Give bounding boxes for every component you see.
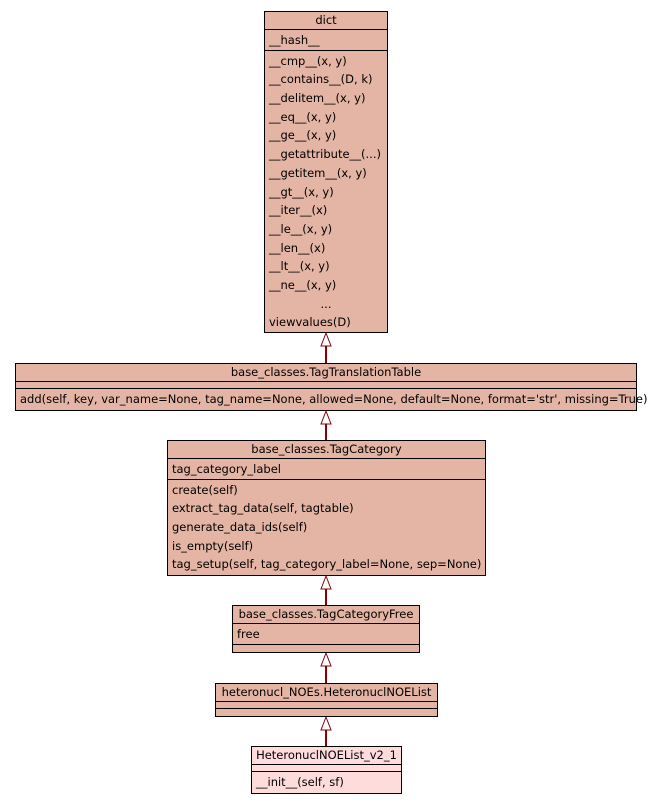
methods-section (216, 709, 437, 715)
methods-section: add(self, key, var_name=None, tag_name=N… (16, 389, 648, 409)
method: __init__(self, sf) (256, 775, 344, 789)
method: __cmp__(x, y) (269, 53, 347, 68)
method: tag_setup(self, tag_category_label=None,… (172, 557, 482, 572)
method: __lt__(x, y) (269, 259, 330, 274)
methods-section: __cmp__(x, y) __contains__(D, k) __delit… (265, 51, 387, 332)
class-tag-category-free: base_classes.TagCategoryFree free (232, 605, 420, 653)
class-name: heteronucl_NOEs.HeteronuclNOEList (216, 684, 437, 702)
class-name: base_classes.TagCategory (168, 441, 485, 459)
attributes-section: tag_category_label (168, 459, 485, 480)
method: __le__(x, y) (269, 221, 333, 236)
attributes-section: __hash__ (265, 30, 387, 51)
method: add(self, key, var_name=None, tag_name=N… (20, 392, 648, 406)
attributes-section (216, 702, 437, 709)
method: __getattribute__(...) (269, 147, 381, 162)
method: __contains__(D, k) (269, 72, 373, 87)
methods-section: create(self) extract_tag_data(self, tagt… (168, 480, 485, 574)
methods-section: __init__(self, sf) (252, 772, 401, 792)
class-heteronucl-noe-list: heteronucl_NOEs.HeteronuclNOEList (215, 683, 438, 717)
method: __delitem__(x, y) (269, 91, 366, 106)
method: __eq__(x, y) (269, 109, 337, 124)
method: __iter__(x) (269, 203, 328, 218)
class-tag-category: base_classes.TagCategory tag_category_la… (167, 440, 486, 576)
edge-v2-1-to-heteronuclnoelist (320, 715, 332, 746)
class-name: base_classes.TagTranslationTable (16, 364, 636, 382)
method: __ge__(x, y) (269, 128, 337, 143)
attribute: tag_category_label (172, 462, 281, 476)
method: generate_data_ids(self) (172, 520, 308, 535)
edge-tagcategory-to-tagtranslationtable (320, 409, 332, 440)
method: __gt__(x, y) (269, 184, 334, 199)
edge-tagtranslationtable-to-dict (320, 331, 332, 363)
methods-section (233, 645, 419, 651)
edge-heteronuclnoelist-to-tagcategoryfree (320, 651, 332, 683)
attributes-section (252, 765, 401, 772)
method: is_empty(self) (172, 538, 254, 553)
attribute: __hash__ (269, 33, 320, 47)
class-tag-translation-table: base_classes.TagTranslationTable add(sel… (15, 363, 648, 411)
method: viewvalues(D) (269, 315, 351, 330)
method: extract_tag_data(self, tagtable) (172, 501, 354, 516)
attribute: free (237, 627, 260, 641)
attributes-section (16, 382, 636, 389)
class-name: base_classes.TagCategoryFree (233, 606, 419, 624)
method: __getitem__(x, y) (269, 165, 367, 180)
method-ellipsis: ... (320, 296, 332, 311)
class-name: dict (265, 12, 387, 30)
edge-tagcategoryfree-to-tagcategory (320, 574, 332, 605)
attributes-section: free (233, 624, 419, 645)
class-name: HeteronuclNOEList_v2_1 (252, 747, 401, 765)
method: create(self) (172, 482, 238, 497)
method: __ne__(x, y) (269, 277, 337, 292)
class-heteronucl-noe-list-v2-1: HeteronuclNOEList_v2_1 __init__(self, sf… (251, 746, 402, 794)
method: __len__(x) (269, 240, 326, 255)
class-dict: dict __hash__ __cmp__(x, y) __contains__… (264, 11, 388, 333)
